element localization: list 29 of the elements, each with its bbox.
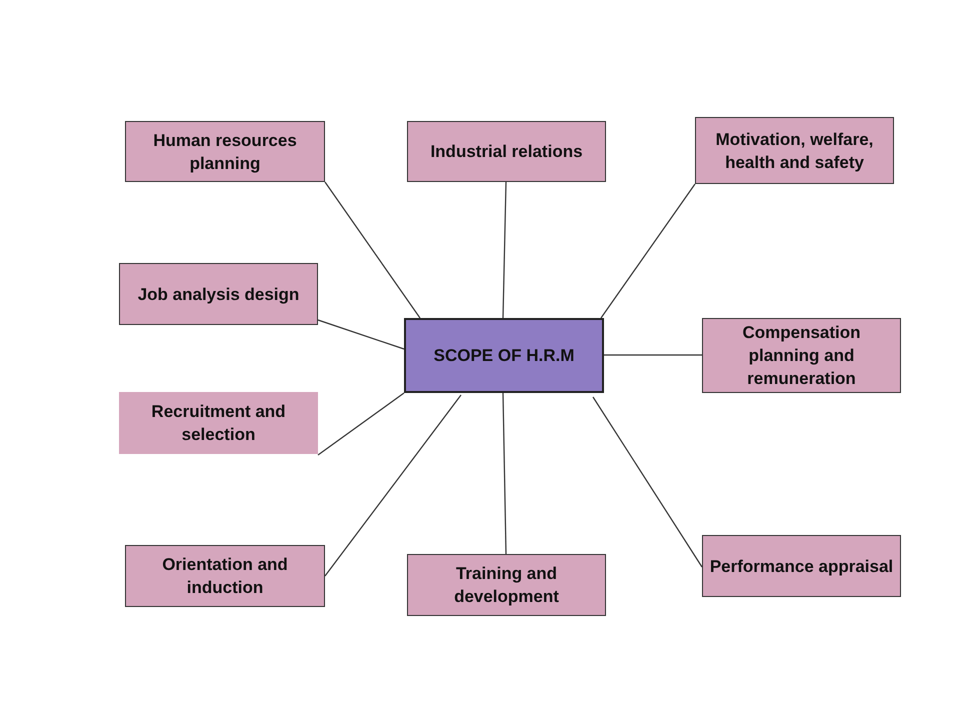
topic-box [702, 318, 901, 393]
central-topic-box [404, 318, 604, 393]
topic-label: Motivation, welfare, health and safety [714, 128, 874, 174]
connector-line [600, 184, 696, 318]
connector-line [318, 319, 404, 350]
topic-label: SCOPE OF H.R.M [432, 345, 576, 367]
topic-box [125, 121, 325, 182]
topic-label: Performance appraisal [708, 556, 894, 578]
topic-box [125, 545, 325, 607]
topic-box [702, 535, 901, 597]
connector-line [592, 396, 702, 568]
topic-label: Orientation and induction [161, 554, 289, 599]
topic-box [407, 554, 606, 616]
topic-box [407, 121, 606, 182]
topic-label: Recruitment and selection [150, 401, 287, 446]
connector-line [324, 182, 420, 318]
topic-box [119, 392, 318, 454]
connector-line [318, 392, 404, 456]
topic-label: Job analysis design [136, 284, 300, 306]
topic-label: Compensation planning and remuneration [741, 322, 862, 390]
connector-line [604, 354, 702, 356]
topic-box [695, 117, 894, 184]
topic-box [119, 263, 318, 325]
topic-label: Industrial relations [429, 141, 584, 163]
connector-line [502, 392, 507, 554]
topic-label: Human resources planning [152, 130, 298, 174]
connector-line [502, 182, 507, 318]
connector-line [324, 394, 462, 576]
topic-label: Training and development [453, 563, 560, 608]
